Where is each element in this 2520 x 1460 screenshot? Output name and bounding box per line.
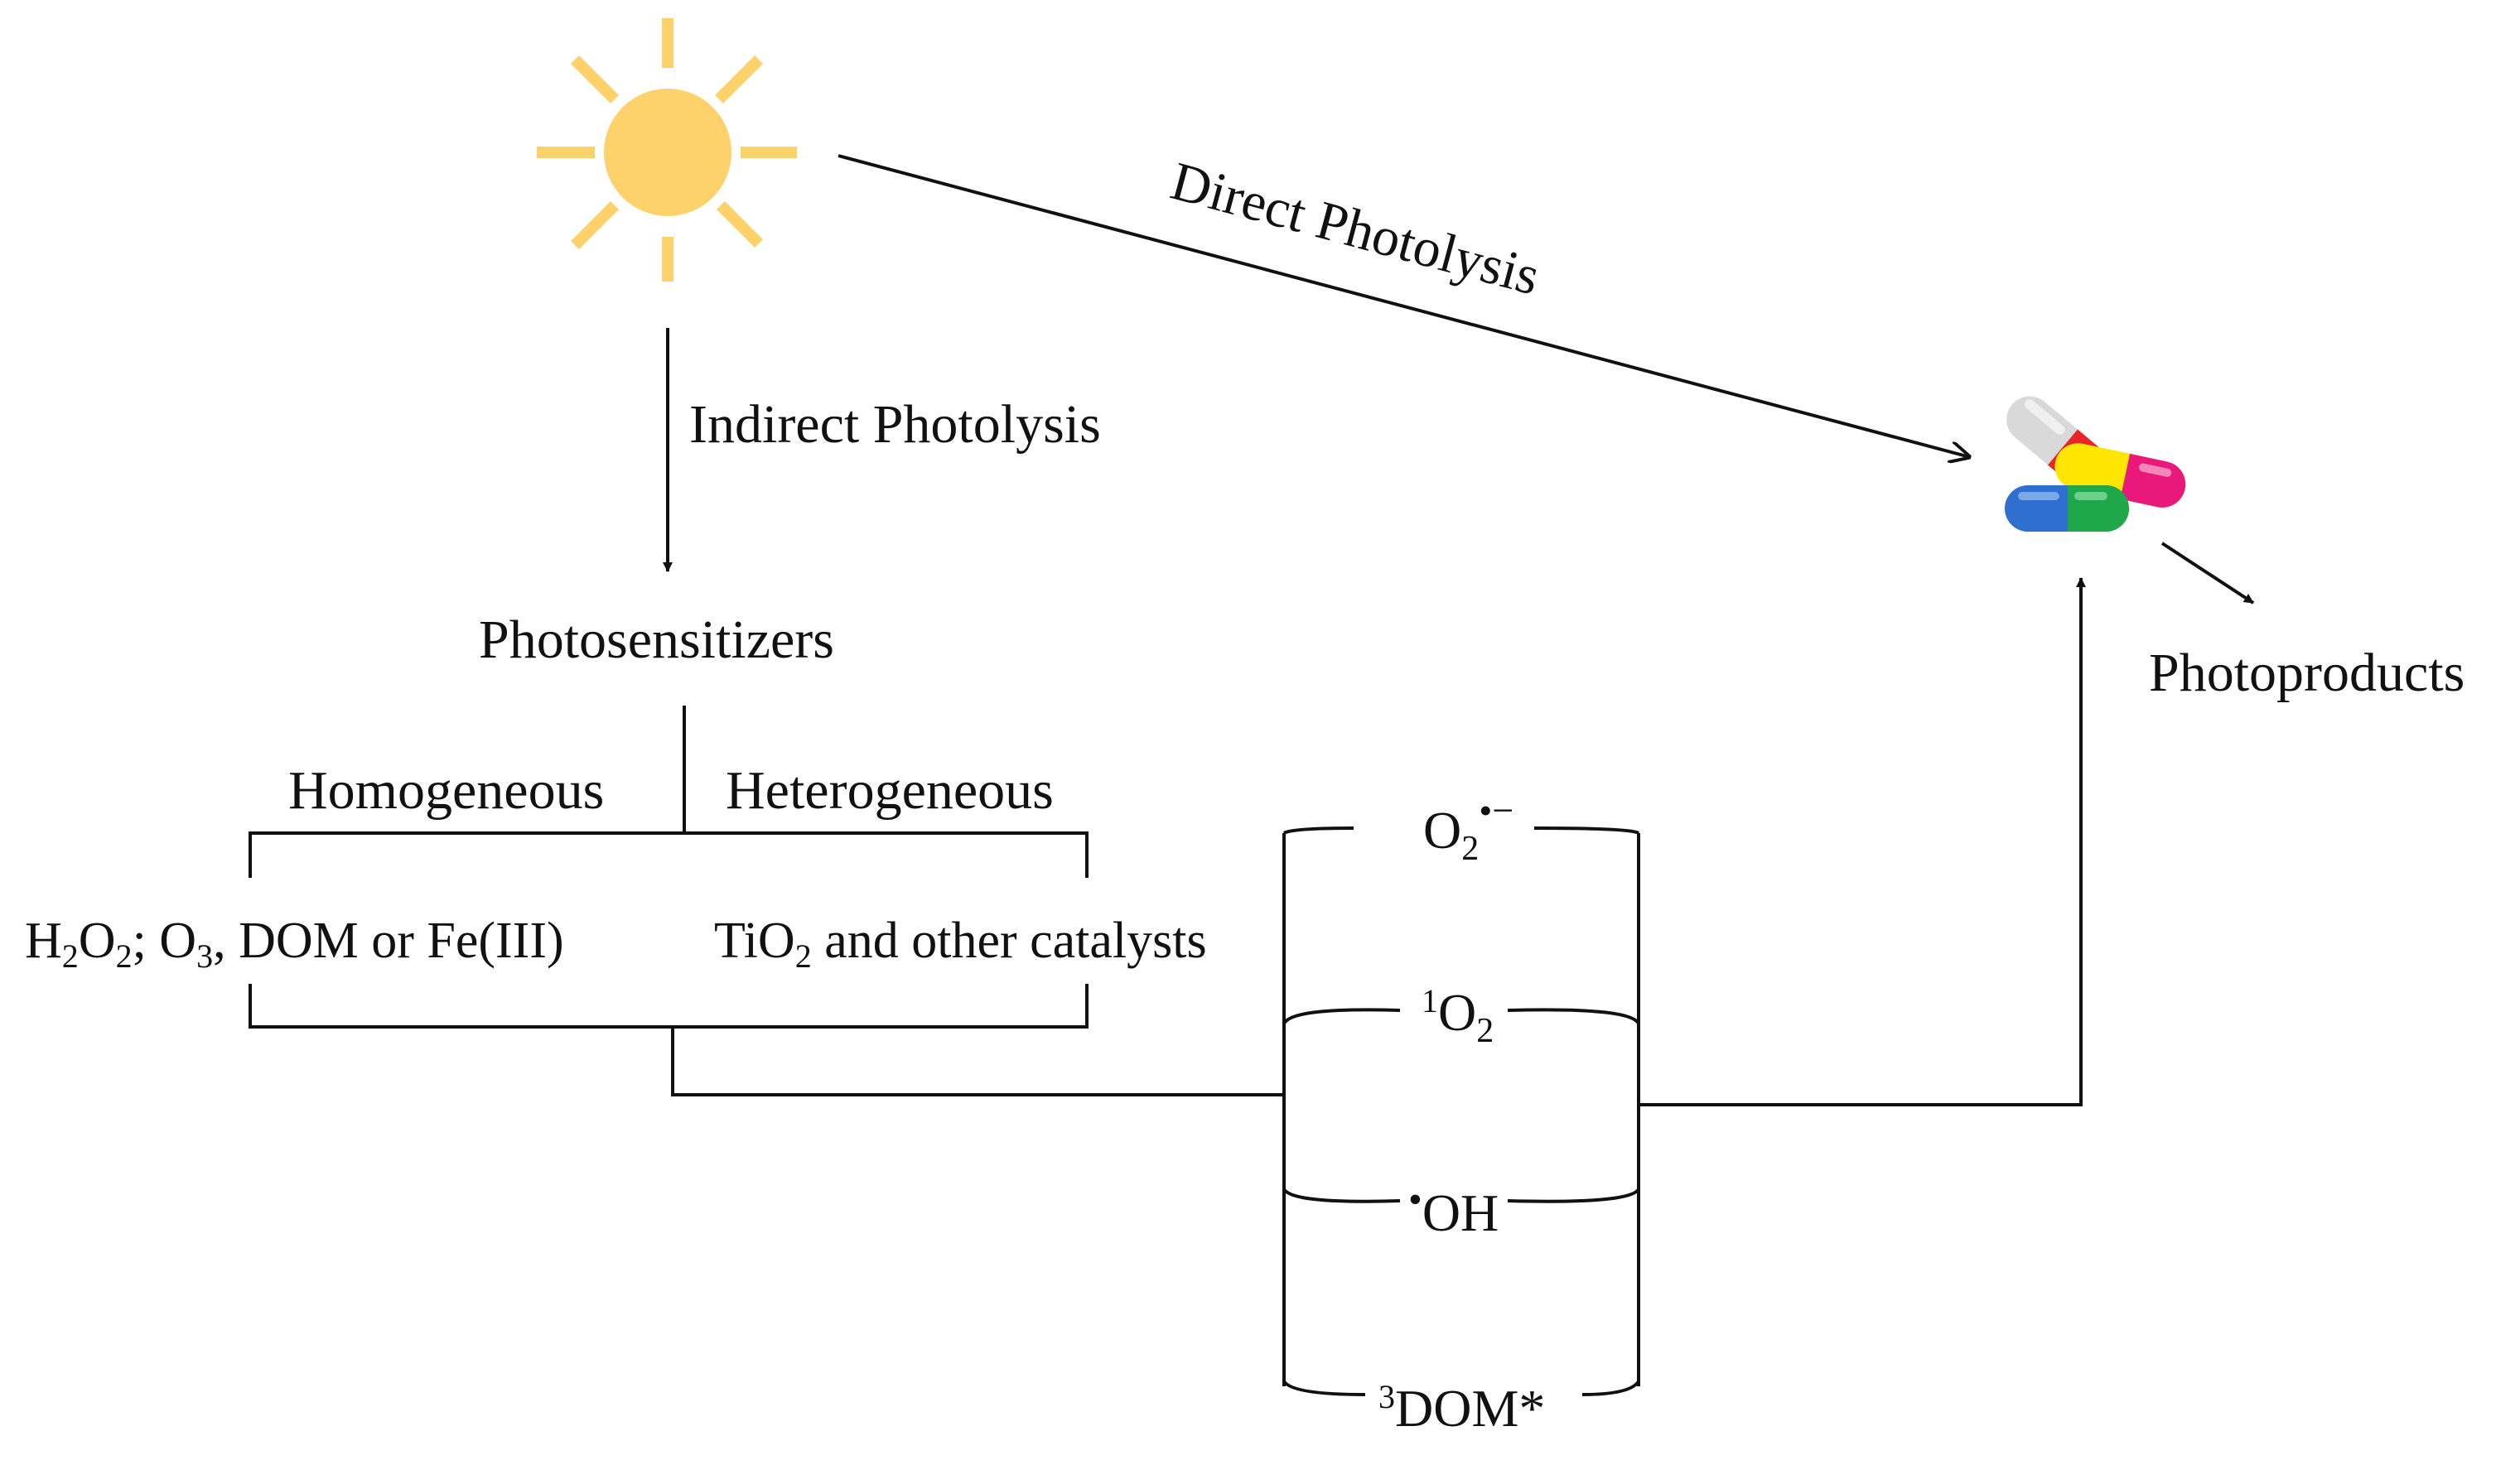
superoxide-label: O2•− [1423,789,1513,868]
heterogeneous-examples: TiO2 and other catalysts [714,913,1207,975]
connector-to-pills [1639,577,2086,1106]
photosensitizers-label: Photosensitizers [479,610,834,670]
triplet-dom-label: 3DOM* [1378,1378,1545,1438]
pills-icon [2005,396,2186,532]
homogeneous-label: Homogeneous [288,760,604,821]
singlet-oxygen-label: 1O2 [1422,982,1494,1050]
homogeneous-examples: H2O2; O3, DOM or Fe(III) [25,913,564,975]
connector-to-species [671,1027,1284,1096]
sun-icon [537,18,797,282]
direct-photolysis-label: Direct Photolysis [1165,151,1546,307]
photoproducts-arrow [2160,542,2255,605]
species-row-separators [1282,826,1640,1396]
direct-photolysis-arrow [838,154,1970,457]
indirect-photolysis-label: Indirect Photolysis [689,394,1101,455]
heterogeneous-label: Heterogeneous [726,760,1054,821]
photosensitizer-bracket [249,831,1089,1029]
photoproducts-label: Photoproducts [2149,643,2464,703]
hydroxyl-label: •OH [1408,1178,1499,1242]
